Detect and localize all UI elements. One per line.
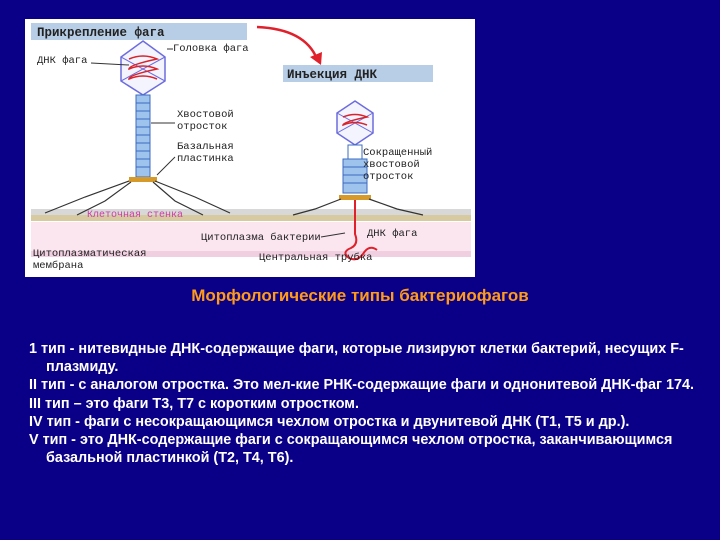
list-item: V тип - это ДНК-содержащие фаги с сокращ… bbox=[29, 432, 673, 467]
list-item: IV тип - фаги с несокращающимся чехлом о… bbox=[29, 413, 630, 430]
list-item: II тип - с аналогом отростка. Это мел-ки… bbox=[29, 377, 694, 394]
cytoplasm-label: Цитоплазма бактерии bbox=[201, 231, 321, 244]
cell-wall-label: Клеточная стенка bbox=[87, 210, 183, 221]
diagram-svg: Прикрепление фага Инъекция ДНК Клеточная… bbox=[25, 19, 475, 277]
list-item: 1 тип - нитевидные ДНК-содержащие фаги, … bbox=[29, 341, 684, 376]
phage-1 bbox=[44, 40, 231, 216]
slide-title: Морфологические типы бактериофагов bbox=[191, 286, 529, 305]
injection-title: Инъекция ДНК bbox=[287, 68, 378, 82]
dna-label-2: ДНК фага bbox=[367, 227, 417, 240]
cell-wall-band bbox=[31, 215, 471, 221]
attachment-banner bbox=[31, 23, 247, 40]
phage-2 bbox=[292, 100, 424, 261]
attachment-title: Прикрепление фага bbox=[37, 26, 165, 40]
head-label: Головка фага bbox=[173, 42, 249, 55]
injection-banner bbox=[283, 65, 433, 82]
tube-label: Центральная трубка bbox=[259, 251, 372, 264]
list-item: III тип – это фаги Т3, Т7 с коротким отр… bbox=[29, 395, 359, 412]
phage-attachment-diagram: Прикрепление фага Инъекция ДНК Клеточная… bbox=[25, 19, 475, 277]
phage-types-list: 1 тип - нитевидные ДНК-содержащие фаги, … bbox=[29, 340, 701, 467]
dna-label: ДНК фага bbox=[37, 54, 87, 67]
